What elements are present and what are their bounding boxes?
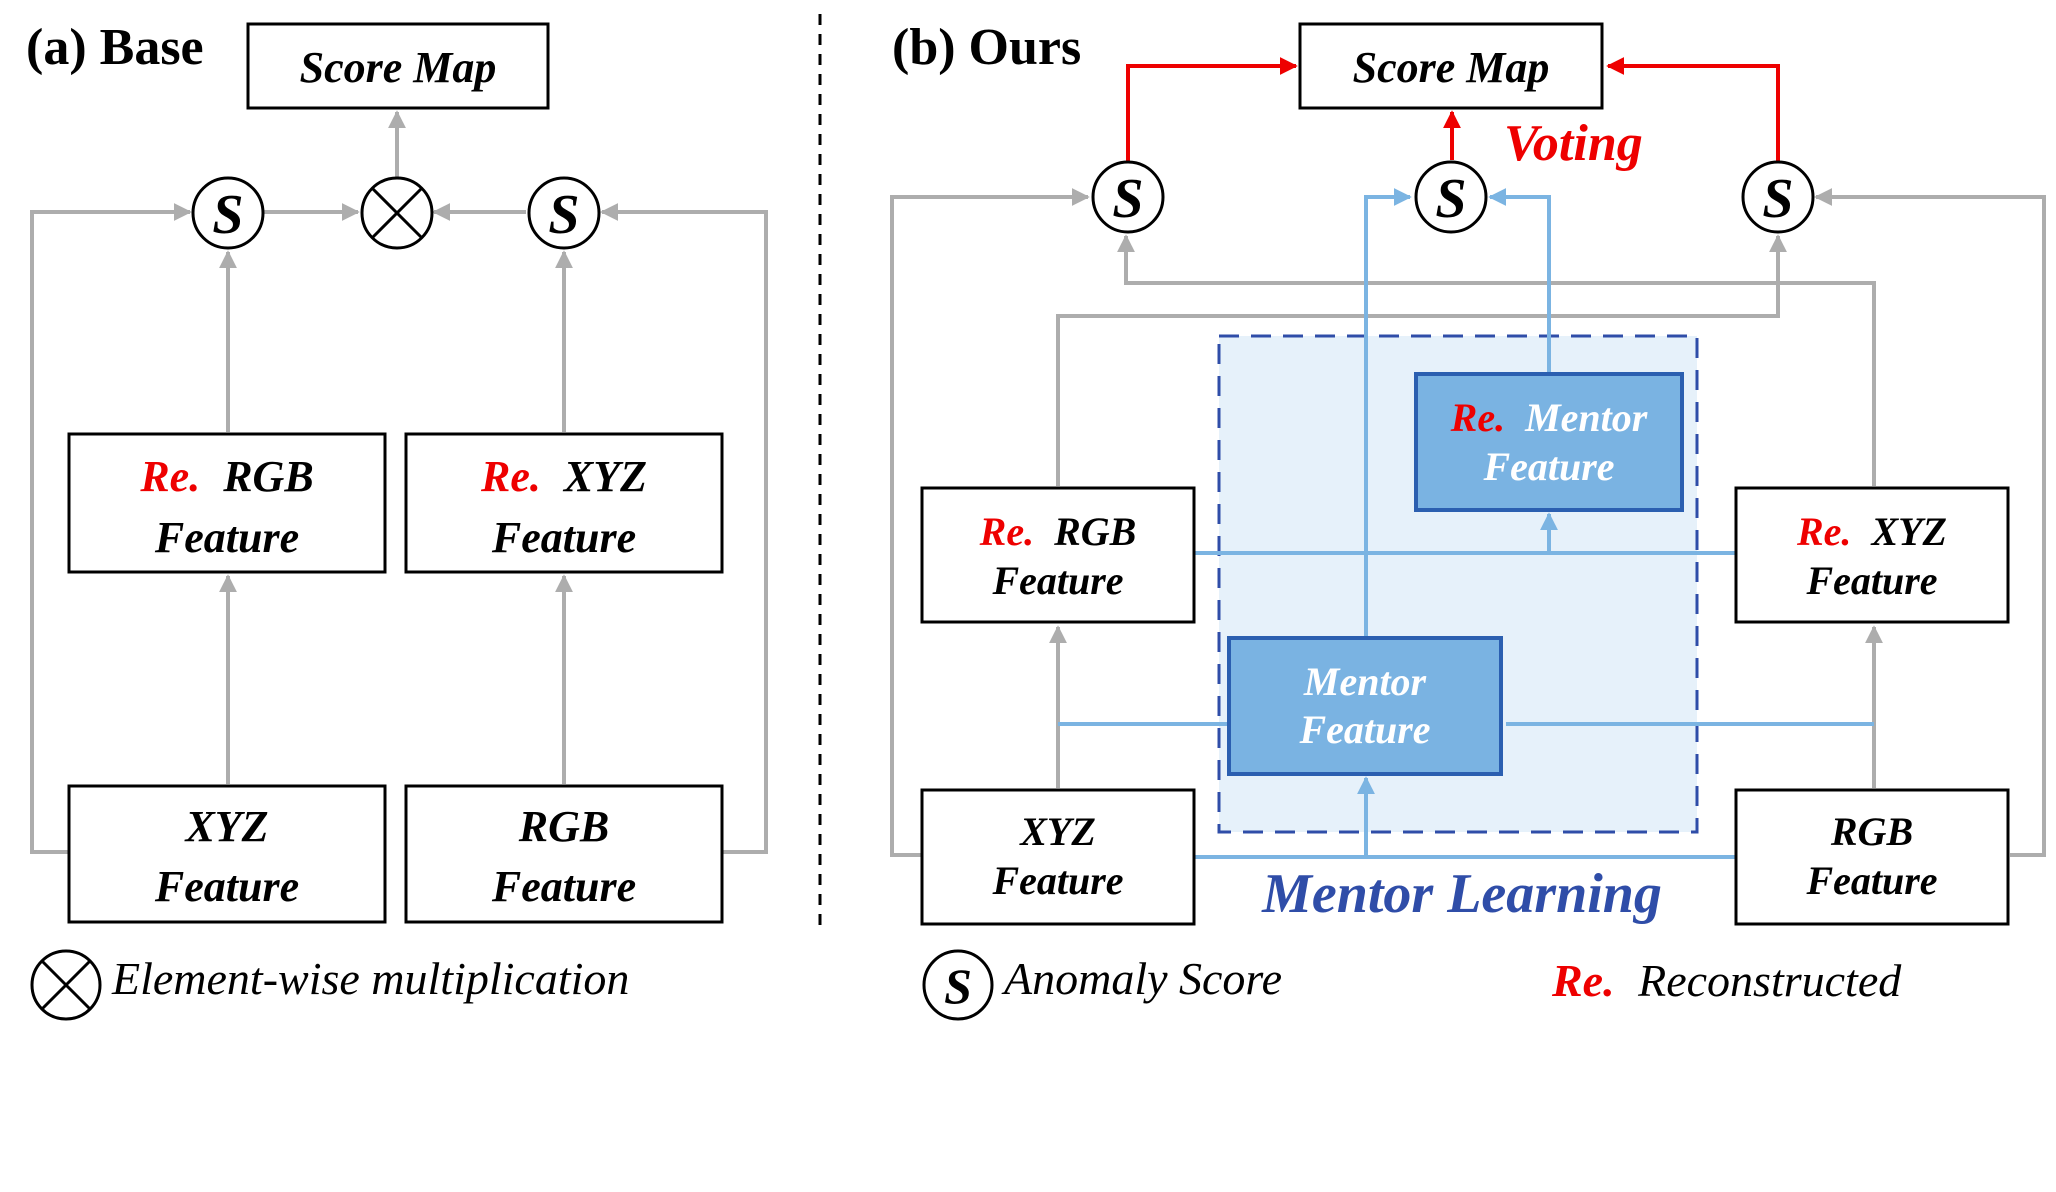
panel-b-gray-connectors: [890, 188, 2046, 857]
panel-b-score-right: S: [1741, 160, 1815, 234]
feature-word: Feature: [491, 513, 636, 562]
feature-word: Feature: [154, 513, 299, 562]
feature-word: Feature: [154, 862, 299, 911]
feature-word: Feature: [1805, 558, 1937, 603]
feature-word: Feature: [1805, 858, 1937, 903]
feature-word: Feature: [491, 862, 636, 911]
panel-a-score-map: Score Map: [246, 22, 550, 110]
connector-mentor-to-smid: [1364, 188, 1412, 638]
connector-rementor-to-smid: [1488, 188, 1551, 374]
re-prefix: Re.: [979, 509, 1034, 554]
svg-text:Re. XYZ: Re. XYZ: [1796, 509, 1947, 554]
panel-b-blue-connectors: [1058, 188, 1874, 859]
legend-mult-label: Element-wise multiplication: [111, 953, 629, 1004]
panel-a-score-right: S: [527, 176, 601, 250]
score-symbol: S: [1112, 168, 1143, 230]
re-prefix: Re.: [1796, 509, 1851, 554]
re-prefix: Re.: [139, 452, 200, 501]
feature-name: Mentor: [1524, 395, 1648, 440]
panel-b-score-left: S: [1091, 160, 1165, 234]
panel-a-re-xyz-feature: Re. XYZ Feature: [404, 432, 724, 574]
connector-xyz-loop-left: [30, 203, 192, 854]
panel-b-re-xyz-feature: Re. XYZ Feature: [1734, 486, 2010, 624]
panel-a: (a) Base Score Map S: [26, 19, 768, 924]
panel-a-score-map-label: Score Map: [300, 43, 497, 92]
connector-xyz-loop-left: [890, 188, 1090, 857]
panel-b-re-mentor-feature: Re. Mentor Feature: [1414, 372, 1684, 512]
feature-name: XYZ: [562, 452, 647, 501]
panel-b-title: (b) Ours: [892, 19, 1081, 76]
score-symbol: S: [548, 184, 579, 246]
legend-re-prefix: Re.: [1551, 955, 1615, 1006]
legend-re-label: Reconstructed: [1637, 955, 1902, 1006]
panel-a-re-rgb-feature: Re. RGB Feature: [67, 432, 387, 574]
panel-b-score-map: Score Map: [1298, 22, 1604, 110]
feature-name: Mentor: [1303, 659, 1427, 704]
feature-name: RGB: [1830, 809, 1913, 854]
feature-name: RGB: [518, 802, 609, 851]
panel-a-title: (a) Base: [26, 19, 204, 76]
feature-name: XYZ: [183, 802, 268, 851]
feature-name: XYZ: [1018, 809, 1096, 854]
legend: Element-wise multiplication S Anomaly Sc…: [30, 949, 1902, 1021]
svg-text:Re. Mentor: Re. Mentor: [1450, 395, 1648, 440]
connector-sleft-to-map: [1126, 57, 1298, 162]
panel-a-score-left: S: [191, 176, 265, 250]
connector-rexyz-to-sleft: [1117, 234, 1876, 486]
panel-b-score-map-label: Score Map: [1353, 43, 1550, 92]
re-prefix: Re.: [1450, 395, 1505, 440]
panel-b-score-mid: S: [1414, 160, 1488, 234]
panel-b-xyz-feature: XYZ Feature: [920, 788, 1196, 926]
panel-b-rgb-feature: RGB Feature: [1734, 788, 2010, 926]
connector-rgb-loop-right: [600, 203, 768, 854]
feature-name: RGB: [222, 452, 313, 501]
svg-text:Re. RGB: Re. RGB: [979, 509, 1137, 554]
panel-b-re-rgb-feature: Re. RGB Feature: [920, 486, 1196, 624]
connector-rgb-loop-right: [1814, 188, 2046, 857]
svg-text:Re. XYZ: Re. XYZ: [480, 452, 647, 501]
score-symbol: S: [1762, 168, 1793, 230]
feature-word: Feature: [991, 558, 1123, 603]
feature-word: Feature: [1482, 444, 1614, 489]
connector-rergb-to-sright: [1056, 234, 1787, 486]
voting-label: Voting: [1504, 115, 1643, 172]
panel-a-xyz-feature: XYZ Feature: [67, 784, 387, 924]
score-symbol: S: [944, 958, 972, 1014]
panel-b: (b) Ours: [890, 19, 2046, 926]
legend-score-label: Anomaly Score: [1001, 953, 1282, 1004]
legend-score-symbol: S: [922, 949, 994, 1021]
panel-b-red-connectors: [1126, 57, 1780, 162]
svg-text:Re. RGB: Re. RGB: [139, 452, 313, 501]
feature-word: Feature: [1298, 707, 1430, 752]
connector-sright-to-map: [1606, 57, 1780, 162]
feature-word: Feature: [991, 858, 1123, 903]
feature-name: XYZ: [1869, 509, 1947, 554]
mentor-learning-label: Mentor Learning: [1261, 863, 1662, 925]
circled-times-icon: [360, 176, 434, 250]
feature-name: RGB: [1053, 509, 1136, 554]
svg-text:Re. Reconstructed: Re. Reconstructed: [1551, 955, 1902, 1006]
re-prefix: Re.: [480, 452, 541, 501]
panel-a-connectors: [30, 110, 768, 854]
score-symbol: S: [1435, 168, 1466, 230]
circled-times-icon: [30, 949, 102, 1021]
panel-b-mentor-feature: Mentor Feature: [1227, 636, 1503, 776]
panel-a-rgb-feature: RGB Feature: [404, 784, 724, 924]
score-symbol: S: [212, 184, 243, 246]
